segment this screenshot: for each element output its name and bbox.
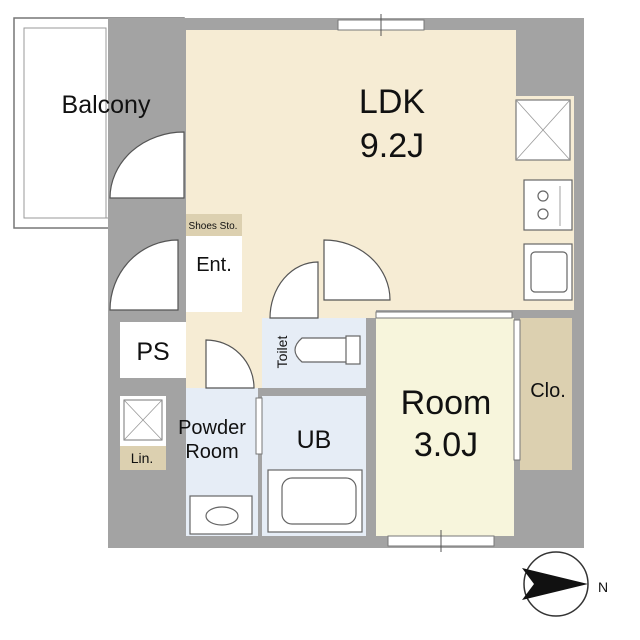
kitchen-sink [523,243,573,301]
linen-crossbox [123,399,163,441]
closet-floor [520,318,572,470]
powder-door [205,339,255,389]
refrigerator-space [515,99,571,161]
entrance-floor [186,236,242,312]
ps-floor [120,322,186,378]
hall-extension [326,300,376,318]
room-slide-door [375,311,513,319]
compass: N [522,551,608,617]
powder-room-label-line1: Powder [178,417,246,439]
toilet-door [269,261,319,319]
ldk-size: 9.2J [360,127,424,165]
stove [523,179,573,231]
compass-label: N [598,579,608,595]
shoes-storage-label: Shoes Sto. [189,221,238,232]
entrance-door [109,239,179,311]
doors [109,131,521,461]
wash-basin [189,495,253,535]
toilet-label: Toilet [274,336,290,369]
entrance-label: Ent. [196,254,232,276]
balcony-label: Balcony [62,91,151,119]
window-top [337,14,425,36]
room-name: Room [401,384,492,422]
ub-label: UB [297,426,332,454]
powder-room-label-line2: Room [185,441,238,463]
toilet-bowl [294,335,361,365]
room-size: 3.0J [414,426,478,464]
closet-slide-door [513,319,521,461]
ps-label: PS [136,338,169,366]
linen-label: Lin. [131,450,154,466]
closet-label: Clo. [530,380,566,402]
compass-arrow-icon [522,568,588,600]
ldk-door [323,239,391,301]
linen-shelf [120,446,166,470]
bathtub [267,469,363,533]
ub-door [255,397,263,455]
window-bottom [387,530,495,552]
shoes-storage-floor [186,214,242,236]
ldk-name: LDK [359,83,425,121]
room-floor [376,318,514,536]
balcony-door [109,131,185,199]
